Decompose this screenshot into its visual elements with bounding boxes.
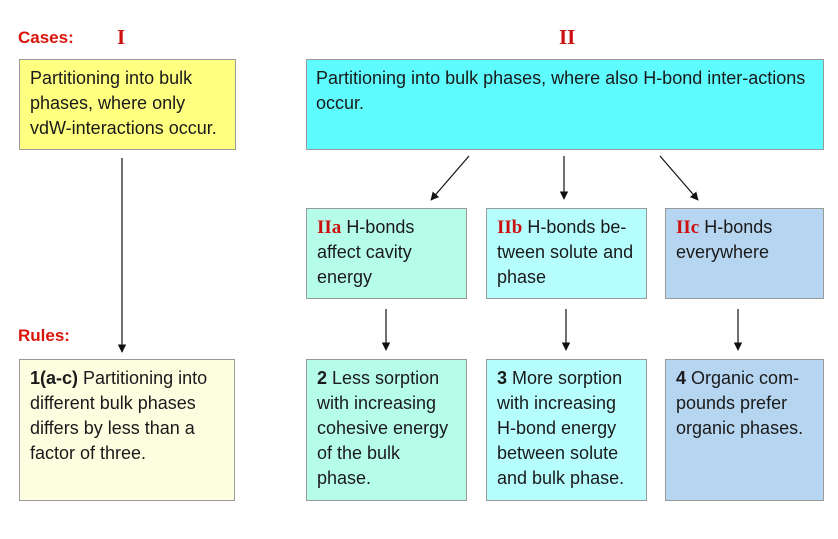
case-iia-box: IIa H-bonds affect cavity energy	[306, 208, 467, 299]
case-iib-box: IIb H-bonds be-tween solute and phase	[486, 208, 647, 299]
case-iia-tag: IIa	[317, 217, 342, 238]
rule-2-box: 2 Less sorption with increasing cohesive…	[306, 359, 467, 501]
case-iia-text: H-bonds affect cavity energy	[317, 217, 415, 287]
case-ii-box: Partitioning into bulk phases, where als…	[306, 59, 824, 150]
rule-4-number: 4	[676, 368, 687, 388]
rule-1-box: 1(a-c) Partitioning into different bulk …	[19, 359, 235, 501]
cases-label: Cases:	[18, 28, 74, 47]
rule-1-text: Partitioning into different bulk phases …	[30, 368, 208, 463]
case-iib-text: H-bonds be-tween solute and phase	[497, 217, 634, 287]
rules-label: Rules:	[18, 326, 70, 345]
rule-1-number: 1(a-c)	[30, 368, 79, 388]
arrow-case-ii-to-iic	[659, 155, 699, 201]
rule-3-text: More sorption with increasing H-bond ene…	[497, 368, 625, 488]
case-iib-tag: IIb	[497, 217, 523, 238]
rule-3-number: 3	[497, 368, 508, 388]
case-iic-box: IIc H-bonds everywhere	[665, 208, 824, 299]
rule-2-text: Less sorption with increasing cohesive e…	[317, 368, 449, 488]
case-i-box: Partitioning into bulk phases, where onl…	[19, 59, 236, 150]
arrow-case-ii-to-iia	[430, 155, 470, 201]
rule-4-text: Organic com-pounds prefer organic phases…	[676, 368, 804, 438]
case-i-text: Partitioning into bulk phases, where onl…	[30, 68, 217, 138]
rule-3-box: 3 More sorption with increasing H-bond e…	[486, 359, 647, 501]
case-ii-label: II	[559, 25, 576, 49]
rule-2-number: 2	[317, 368, 328, 388]
case-iic-tag: IIc	[676, 217, 700, 238]
case-iic-text: H-bonds everywhere	[676, 217, 773, 262]
case-ii-text: Partitioning into bulk phases, where als…	[316, 68, 806, 113]
rule-4-box: 4 Organic com-pounds prefer organic phas…	[665, 359, 824, 501]
case-i-label: I	[117, 25, 126, 49]
